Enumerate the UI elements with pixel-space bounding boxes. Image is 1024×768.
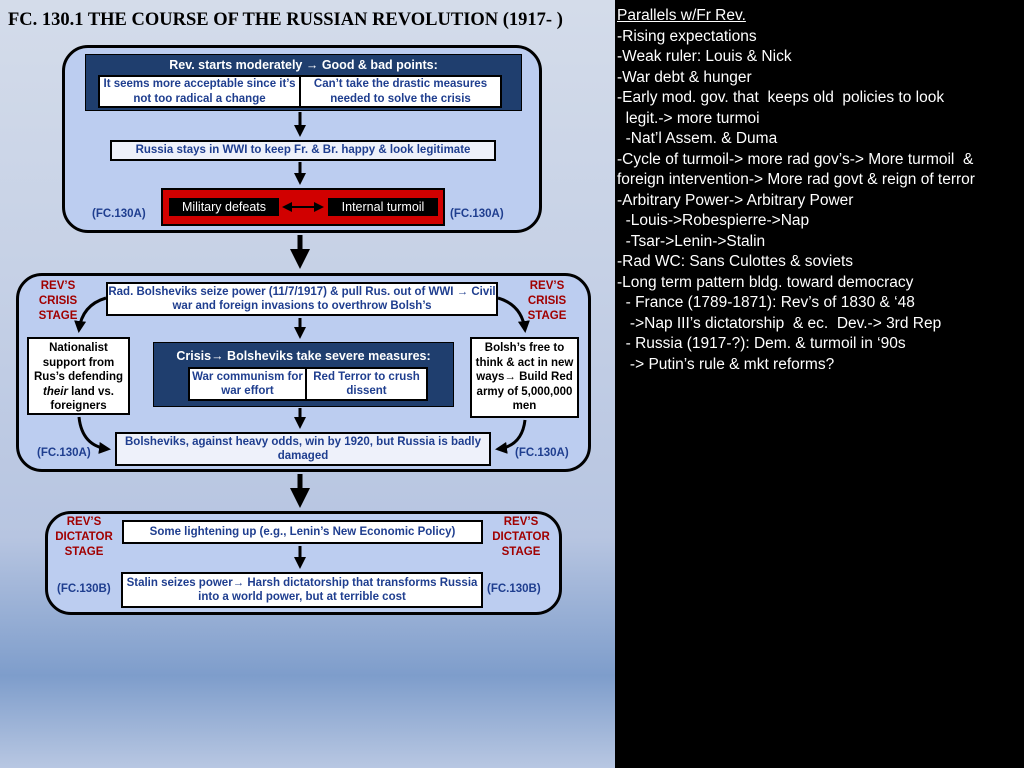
arrow-nationalist-to-win <box>77 416 111 454</box>
dictator-stage-label-left: REV’S DICTATOR STAGE <box>55 516 113 558</box>
ref-fc130a-mid-right: (FC.130A) <box>515 447 569 459</box>
arrow-seize-to-bolsh-free <box>497 296 530 333</box>
ref-fc130a-top-right: (FC.130A) <box>450 208 504 220</box>
notes-line: - France (1789-1871): Rev’s of 1830 & ‘4… <box>617 294 915 311</box>
nationalist-text-em: their <box>43 385 68 398</box>
notes-line: -Nat’l Assem. & Duma <box>617 130 778 147</box>
notes-line: -Cycle of turmoil-> more rad gov’s-> Mor… <box>617 150 974 168</box>
wwi-box: Russia stays in WWI to keep Fr. & Br. ha… <box>110 140 496 161</box>
red-terror-box: Red Terror to crush dissent <box>305 367 428 401</box>
bolsheviks-win-box: Bolsheviks, against heavy odds, win by 1… <box>115 432 491 466</box>
bad-point-box: Can’t take the drastic measures needed t… <box>299 75 502 108</box>
crisis-stage-label-right: REV’S CRISIS STAGE <box>527 280 567 322</box>
arrow-seize-to-nationalist <box>74 296 107 333</box>
page-title: FC. 130.1 THE COURSE OF THE RUSSIAN REVO… <box>8 10 563 30</box>
nationalist-text-a: Nationalist support from Rus’s defending <box>33 342 124 383</box>
notes-line: -Arbitrary Power-> Arbitrary Power <box>617 191 854 209</box>
moderate-start-header: Rev. starts moderately → Good & bad poin… <box>169 58 438 72</box>
war-communism-box: War communism for war effort <box>188 367 307 401</box>
parallels-notes: Parallels w/Fr Rev. -Rising expectations… <box>617 6 1022 375</box>
dictator-stage-label-right: REV’S DICTATOR STAGE <box>492 516 550 558</box>
bolsheviks-seize-box: Rad. Bolsheviks seize power (11/7/1917) … <box>106 282 498 316</box>
notes-line: -Louis->Robespierre->Nap <box>617 212 810 229</box>
slide-canvas: FC. 130.1 THE COURSE OF THE RUSSIAN REVO… <box>0 0 615 768</box>
crisis-stage-label-left: REV’S CRISIS STAGE <box>38 280 78 322</box>
notes-line: -War debt & hunger <box>617 68 752 86</box>
notes-line: -> Putin’s rule & mkt reforms? <box>617 355 835 373</box>
nationalist-text-b: land vs. foreigners <box>50 385 114 413</box>
ref-fc130b-bottom-right: (FC.130B) <box>487 583 541 595</box>
bolsh-free-box: Bolsh’s free to think & act in new ways→… <box>470 337 579 418</box>
nep-box: Some lightening up (e.g., Lenin’s New Ec… <box>122 520 483 544</box>
notes-line: -Rad WC: Sans Culottes & soviets <box>617 253 854 270</box>
good-point-box: It seems more acceptable since it’s not … <box>98 75 301 108</box>
bolsh-free-text: Bolsh’s free to think & act in new ways→… <box>475 342 574 412</box>
notes-line: - Russia (1917-?): Dem. & turmoil in ‘90… <box>617 335 906 352</box>
stalin-box: Stalin seizes power→ Harsh dictatorship … <box>121 572 483 608</box>
notes-line: -Long term pattern bldg. toward democrac… <box>617 273 914 291</box>
notes-line: ->Nap III’s dictatorship & ec. Dev.-> 3r… <box>617 314 942 332</box>
internal-turmoil-label: Internal turmoil <box>328 198 438 216</box>
notes-line: -Tsar->Lenin->Stalin <box>617 232 766 250</box>
ref-fc130a-mid-left: (FC.130A) <box>37 447 91 459</box>
arrow-bolsh-free-to-win <box>495 419 527 454</box>
notes-line: -Rising expectations <box>617 27 757 45</box>
military-defeats-label: Military defeats <box>169 198 279 216</box>
ref-fc130b-bottom-left: (FC.130B) <box>57 583 111 595</box>
notes-line: -Early mod. gov. that keeps old policies… <box>617 89 945 106</box>
ref-fc130a-top-left: (FC.130A) <box>92 208 146 220</box>
notes-line: foreign intervention-> More rad govt & r… <box>617 171 975 188</box>
notes-heading: Parallels w/Fr Rev. <box>617 7 746 24</box>
notes-line: -Weak ruler: Louis & Nick <box>617 48 792 65</box>
notes-line: legit.-> more turmoi <box>617 109 760 127</box>
flow-arrows <box>74 112 530 569</box>
crisis-measures-header: Crisis→ Bolsheviks take severe measures: <box>176 349 431 363</box>
nationalist-support-box: Nationalist support from Rus’s defending… <box>27 337 130 415</box>
